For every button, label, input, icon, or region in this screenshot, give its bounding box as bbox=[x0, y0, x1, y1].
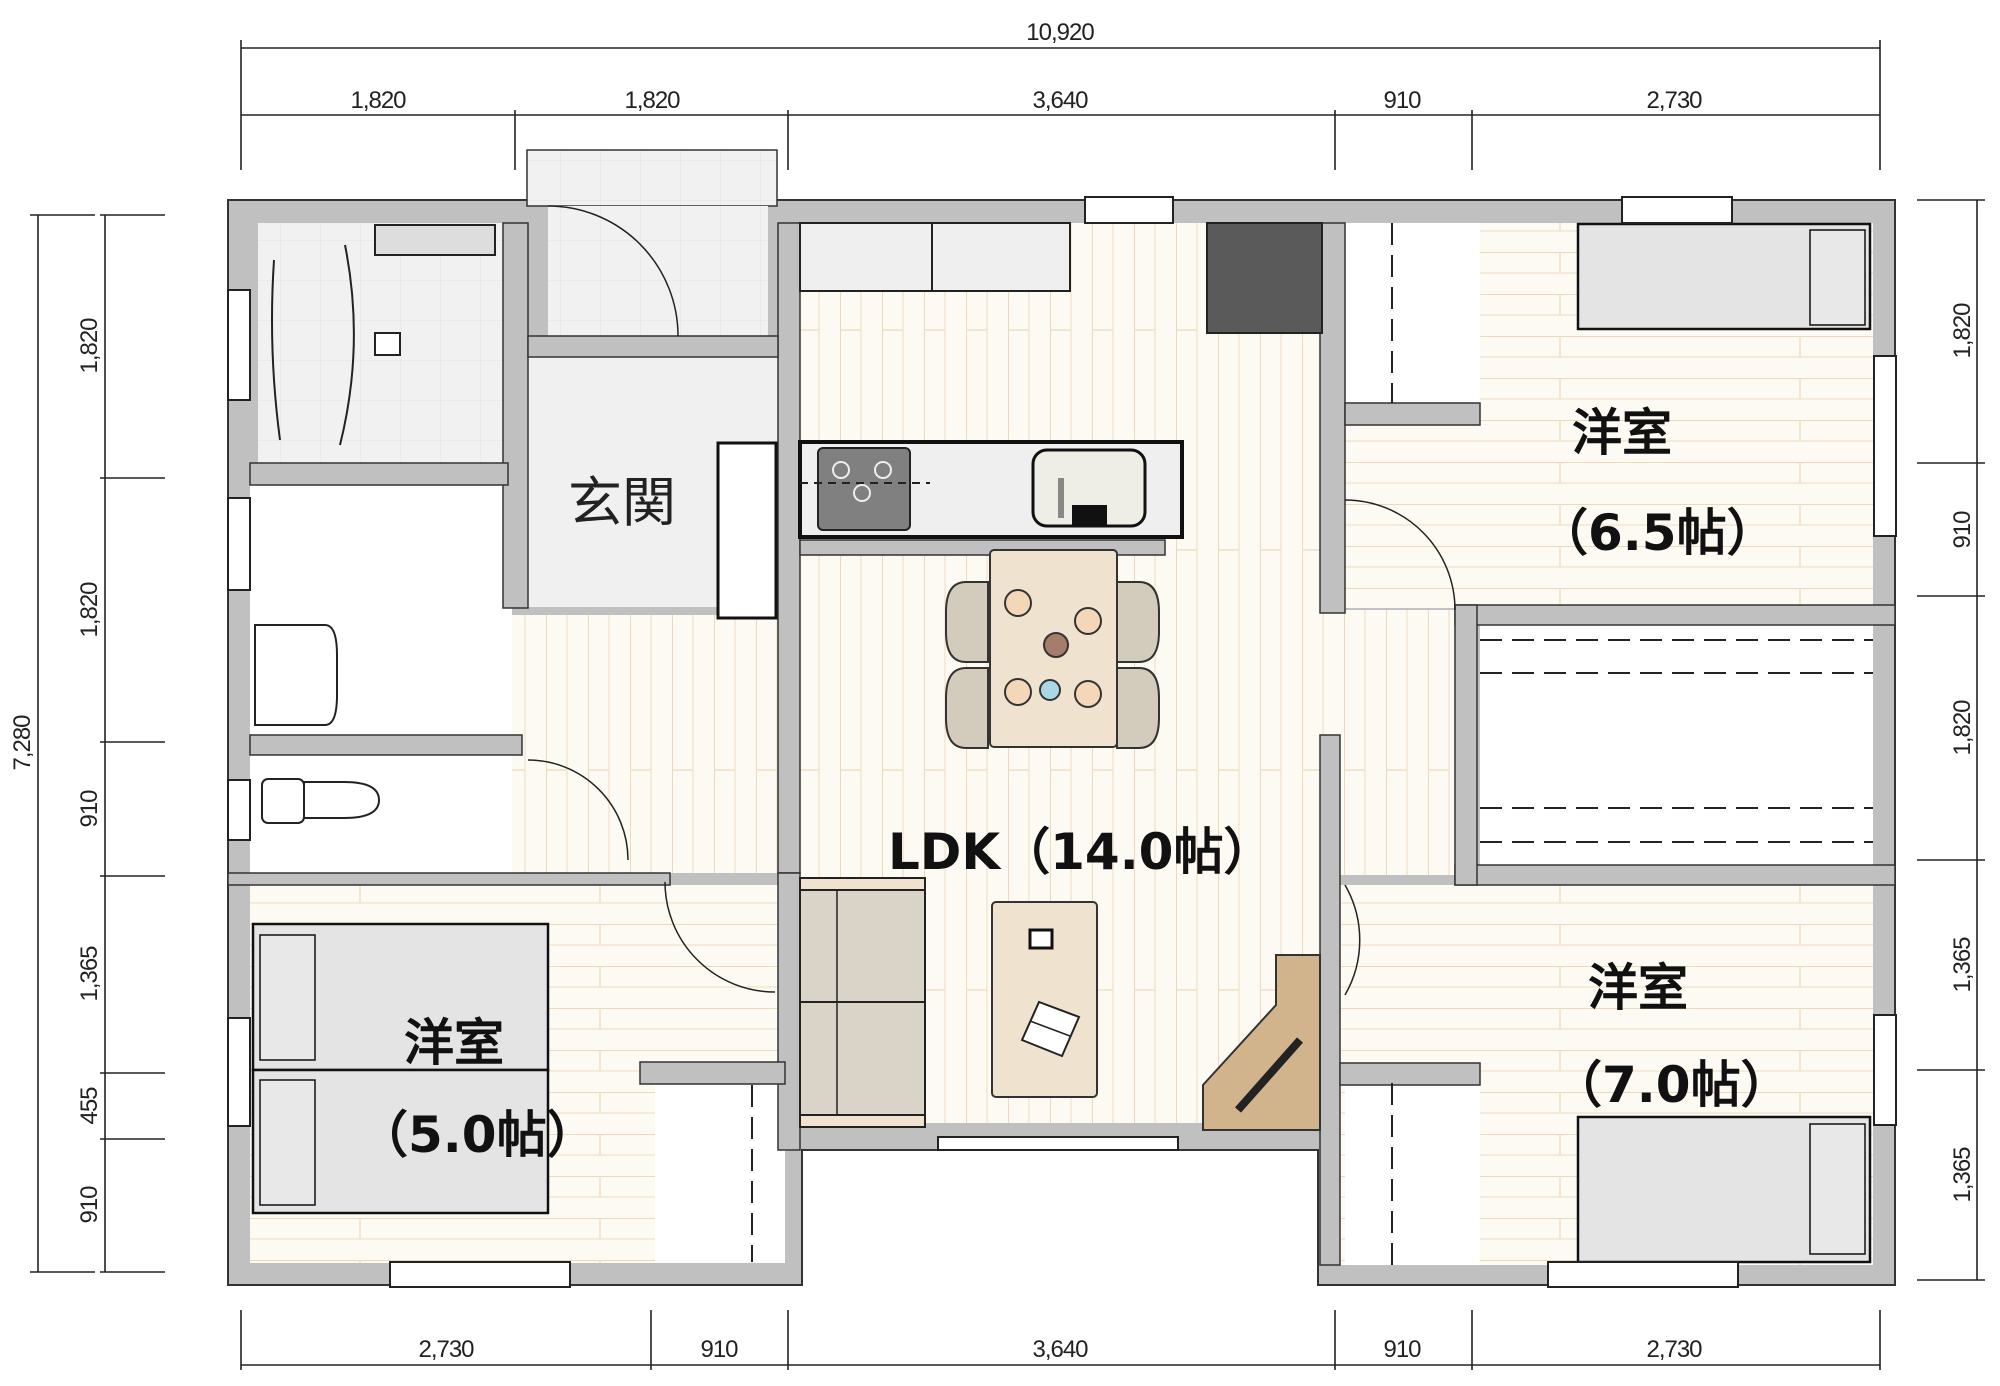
room-label-entrance: 玄関 bbox=[568, 471, 676, 534]
living-furniture bbox=[799, 877, 1321, 1131]
dim-right-4: 1,365 bbox=[1949, 937, 1976, 993]
dim-left-6: 910 bbox=[76, 1186, 103, 1224]
dim-left-2: 1,820 bbox=[76, 582, 103, 638]
room-size-bedroom-se: （7.0帖） bbox=[1552, 1056, 1791, 1114]
dim-top-2: 1,820 bbox=[624, 87, 680, 114]
dim-top-1: 1,820 bbox=[350, 87, 406, 114]
dim-bottom-4: 910 bbox=[1383, 1336, 1421, 1363]
dim-top-3: 3,640 bbox=[1032, 87, 1088, 114]
room-size-bedroom-sw: （5.0帖） bbox=[358, 1106, 597, 1164]
door-swings bbox=[527, 205, 1456, 996]
dim-left-3: 910 bbox=[76, 790, 103, 828]
interior-walls bbox=[227, 222, 1896, 1266]
dim-top-4: 910 bbox=[1383, 87, 1421, 114]
dim-left-1: 1,820 bbox=[76, 318, 103, 374]
bath-fixtures bbox=[254, 224, 496, 824]
dim-bottom-2: 910 bbox=[700, 1336, 738, 1363]
windows bbox=[227, 196, 1897, 1288]
room-label-bedroom-sw: 洋室 bbox=[404, 1014, 504, 1072]
dining-set bbox=[945, 549, 1160, 749]
closet-lines bbox=[751, 223, 1873, 1265]
dim-right-1: 1,820 bbox=[1949, 303, 1976, 359]
dim-bottom-3: 3,640 bbox=[1032, 1336, 1088, 1363]
dim-left-5: 455 bbox=[76, 1087, 103, 1125]
dim-overall-width: 10,920 bbox=[1026, 19, 1094, 46]
dimension-lines bbox=[30, 40, 1985, 1370]
beds bbox=[251, 222, 1872, 1264]
dim-overall-depth: 7,280 bbox=[9, 715, 36, 771]
room-label-bedroom-se: 洋室 bbox=[1588, 959, 1688, 1017]
dim-right-2: 910 bbox=[1949, 511, 1976, 549]
dim-top-5: 2,730 bbox=[1646, 87, 1702, 114]
room-size-bedroom-ne: （6.5帖） bbox=[1538, 504, 1777, 562]
kitchen-fixtures bbox=[798, 222, 1323, 539]
dim-bottom-1: 2,730 bbox=[418, 1336, 474, 1363]
dim-right-3: 1,820 bbox=[1949, 700, 1976, 756]
dimension-labels: 10,920 1,820 1,820 3,640 910 2,730 2,730… bbox=[9, 19, 1976, 1363]
room-label-bedroom-ne: 洋室 bbox=[1572, 404, 1672, 462]
shoe-cabinet bbox=[716, 441, 778, 620]
dim-left-4: 1,365 bbox=[76, 946, 103, 1002]
room-label-ldk: LDK（14.0帖） bbox=[888, 823, 1274, 881]
dim-bottom-5: 2,730 bbox=[1646, 1336, 1702, 1363]
dim-right-5: 1,365 bbox=[1949, 1147, 1976, 1203]
